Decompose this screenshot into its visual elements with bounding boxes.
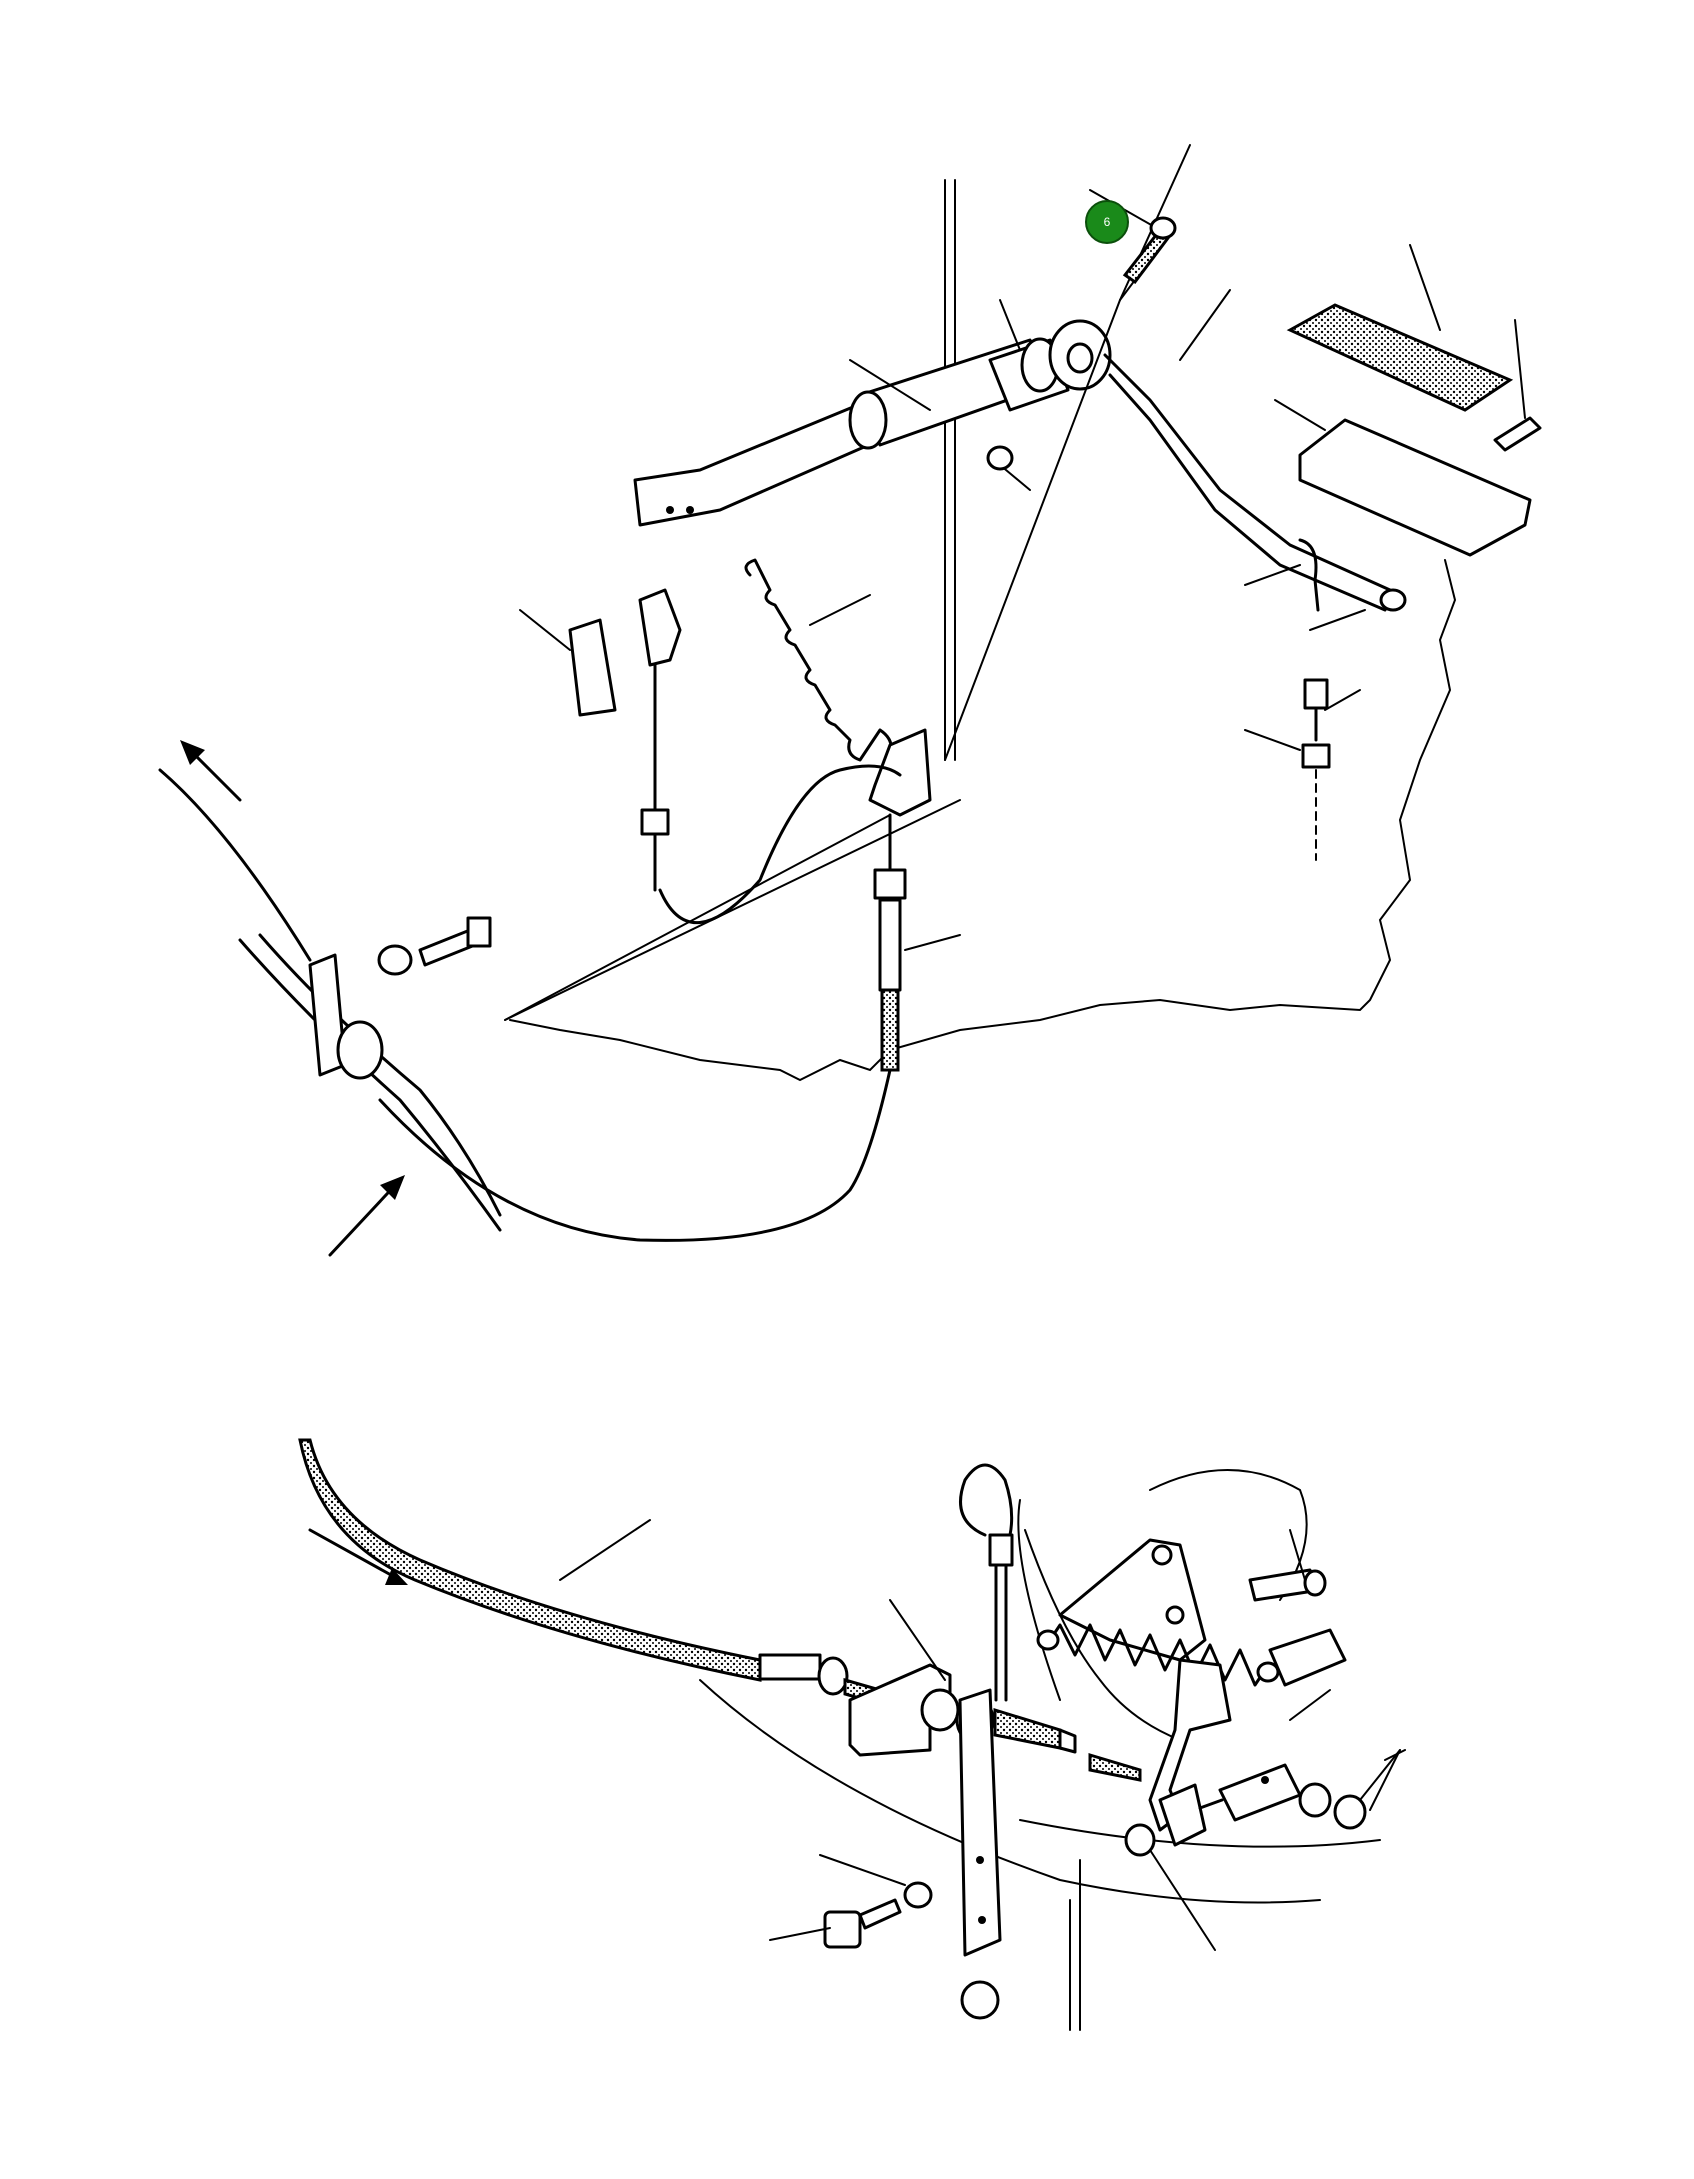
callout-badge[interactable]: 6 [1085, 200, 1129, 244]
cotter-pin [1298, 538, 1320, 612]
cable-nut [817, 1656, 849, 1696]
bracket-bolt [858, 1898, 902, 1930]
bracket-washer [903, 1881, 933, 1909]
support-bracket [958, 1688, 1002, 1957]
housing-line [1024, 1529, 1181, 1741]
lock-nut-2 [1333, 1794, 1367, 1830]
pedal-arm-end [1379, 588, 1407, 612]
pivot-block [1268, 1628, 1347, 1687]
shaft-end [848, 390, 888, 450]
cable-end-fitting [880, 988, 900, 1072]
lower-linkage-assembly [298, 1438, 1406, 2031]
bracket-nut [960, 1980, 1000, 2020]
return-spring [744, 558, 893, 762]
threaded-sleeve [878, 898, 902, 992]
linkage-spring [1048, 1623, 1267, 1687]
pedal-arm [1103, 353, 1392, 592]
bellcrank-foot [1158, 1783, 1207, 1847]
pivot-pin-eye [1149, 216, 1177, 240]
linkage-plate [1058, 1538, 1207, 1662]
retaining-clip [568, 618, 617, 717]
adjusting-nut [873, 868, 907, 900]
threaded-rod [993, 1707, 1062, 1750]
pedal-pin [1493, 416, 1542, 452]
dipstick-cap [988, 1533, 1014, 1567]
stop-nut [1301, 743, 1331, 769]
shaft-nut [986, 445, 1014, 471]
housing-line [699, 1679, 1321, 1904]
guide-bolt-head [466, 916, 492, 948]
dipstick-loop [959, 1463, 1014, 1537]
stop-bolt-head [1303, 678, 1329, 710]
clevis-nut [640, 808, 670, 836]
callout-number: 6 [1103, 215, 1111, 229]
housing-line [1017, 1499, 1061, 1701]
cable-sheath-edge [258, 933, 502, 1217]
control-cable [298, 1438, 762, 1682]
pedal-rubber-pad [1286, 303, 1514, 412]
pedal-lever-arm [633, 398, 882, 527]
cable-ferrule [758, 1653, 822, 1681]
cable-bracket [868, 728, 932, 817]
bracket-bolt-head [823, 1910, 862, 1949]
washer [377, 944, 413, 976]
pivot-nut [1124, 1823, 1156, 1857]
lock-nut [1298, 1782, 1332, 1818]
rod-end [1088, 1752, 1142, 1782]
clevis [638, 588, 682, 667]
brake-cable [378, 1068, 892, 1242]
cable-loop [658, 764, 902, 925]
housing-line [1019, 1819, 1381, 1848]
adjuster-nut [920, 1688, 960, 1732]
pedal-pad [1298, 418, 1532, 557]
pivot-hole [1066, 342, 1094, 374]
upper-pedal-assembly [158, 144, 1542, 1257]
direction-arrow [308, 1528, 402, 1582]
cable-upper [158, 768, 312, 962]
rod-connector [1218, 1763, 1302, 1822]
guide-loop [336, 1020, 384, 1080]
floor-plate-outline [509, 559, 1457, 1082]
cable-sheath [238, 938, 502, 1232]
